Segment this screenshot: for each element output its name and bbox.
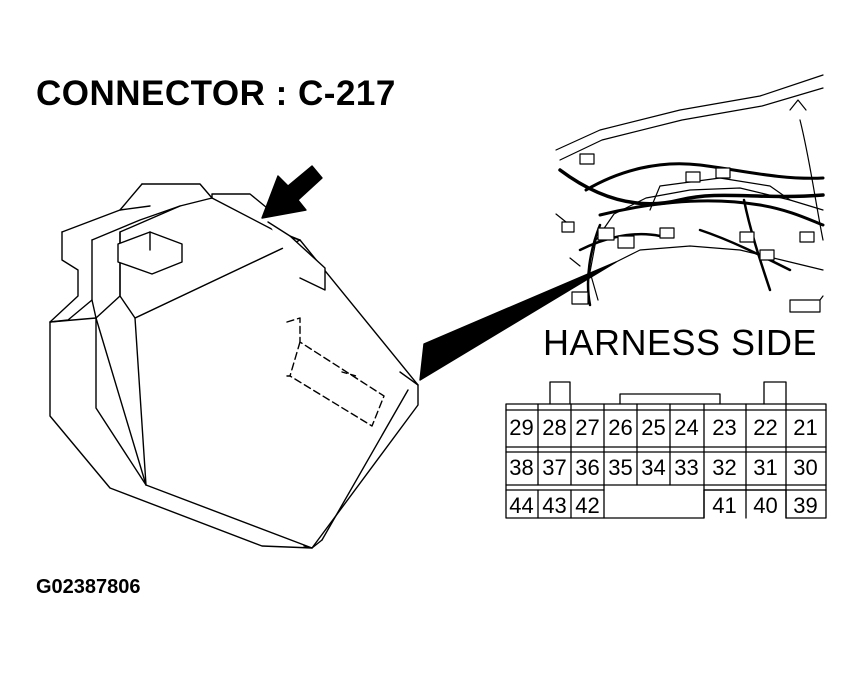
ecu-module: [49, 183, 419, 549]
callout-wedge: [419, 261, 617, 381]
figure-id: G02387806: [36, 576, 141, 598]
page-title: CONNECTOR : C-217: [36, 74, 396, 113]
dashboard-harness-view: [555, 74, 825, 313]
harness-side-label: HARNESS SIDE: [543, 322, 818, 363]
pointer-arrow: [261, 165, 323, 219]
connector-grid: [505, 381, 827, 519]
